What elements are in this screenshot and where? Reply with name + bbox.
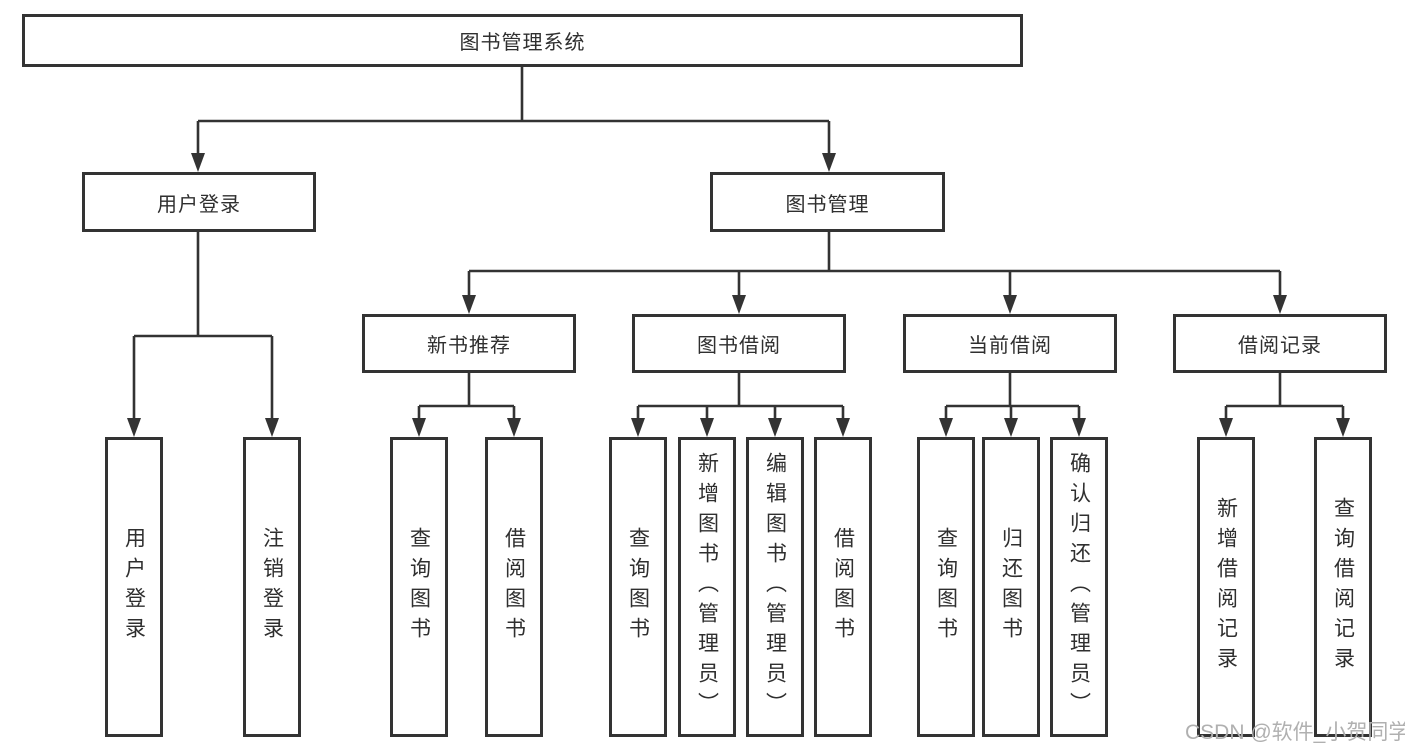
node-user-login: 用户登录	[82, 172, 316, 232]
leaf-label: 借阅图书	[831, 527, 855, 647]
node-label: 新书推荐	[427, 335, 511, 357]
leaf-query-books-current: 查询图书	[917, 437, 975, 737]
node-book-borrow: 图书借阅	[632, 314, 846, 373]
leaf-confirm-return-admin: 确认归还（管理员）	[1050, 437, 1108, 737]
leaf-logout: 注销登录	[243, 437, 301, 737]
leaf-label: 新增图书（管理员）	[695, 452, 719, 722]
node-label: 用户登录	[157, 193, 241, 216]
leaf-label: 查询借阅记录	[1331, 497, 1355, 677]
leaf-label: 查询图书	[407, 527, 431, 647]
node-new-book-recommend: 新书推荐	[362, 314, 576, 373]
leaf-borrow-books: 借阅图书	[814, 437, 872, 737]
node-label: 图书管理	[785, 193, 870, 216]
node-label: 借阅记录	[1238, 335, 1322, 357]
leaf-label: 查询图书	[626, 527, 650, 647]
leaf-query-books-borrow: 查询图书	[609, 437, 667, 737]
csdn-watermark: CSDN @软件_小贺同学	[1185, 721, 1405, 744]
leaf-label: 借阅图书	[502, 527, 526, 647]
leaf-label: 查询图书	[934, 527, 958, 647]
leaf-label: 新增借阅记录	[1214, 497, 1238, 677]
node-borrow-records: 借阅记录	[1173, 314, 1387, 373]
leaf-query-books-recommend: 查询图书	[390, 437, 448, 737]
leaf-add-book-admin: 新增图书（管理员）	[678, 437, 736, 737]
node-current-borrow: 当前借阅	[903, 314, 1117, 373]
leaf-label: 用户登录	[122, 527, 146, 647]
node-book-management: 图书管理	[710, 172, 945, 232]
leaf-label: 归还图书	[999, 527, 1023, 647]
node-root-system: 图书管理系统	[22, 14, 1023, 67]
leaf-user-login: 用户登录	[105, 437, 163, 737]
leaf-borrow-books-recommend: 借阅图书	[485, 437, 543, 737]
leaf-return-books: 归还图书	[982, 437, 1040, 737]
node-label: 图书管理系统	[459, 32, 586, 54]
leaf-label: 确认归还（管理员）	[1067, 452, 1091, 722]
node-label: 当前借阅	[968, 335, 1052, 357]
leaf-query-borrow-record: 查询借阅记录	[1314, 437, 1372, 737]
node-label: 图书借阅	[697, 335, 781, 357]
arrowheads	[127, 153, 1350, 437]
leaf-label: 编辑图书（管理员）	[763, 452, 787, 722]
leaf-label: 注销登录	[260, 527, 284, 647]
leaf-add-borrow-record: 新增借阅记录	[1197, 437, 1255, 737]
leaf-edit-book-admin: 编辑图书（管理员）	[746, 437, 804, 737]
